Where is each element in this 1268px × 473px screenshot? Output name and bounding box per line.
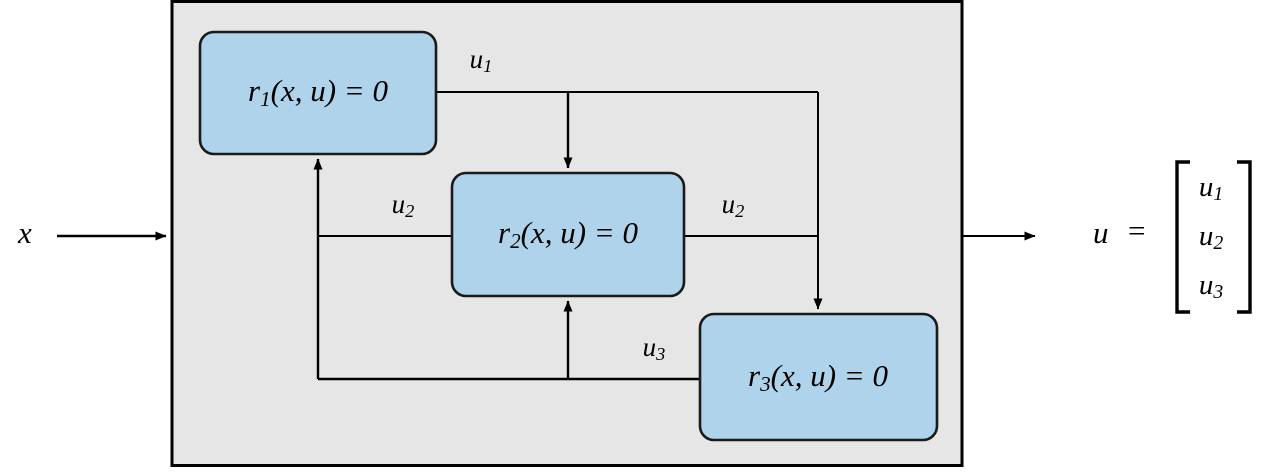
residual-block-1-label: r1(x, u) = 0 [248, 73, 388, 111]
output-u-group: u = u1 u2 u3 [1093, 160, 1252, 314]
residual-block-3-label: r3(x, u) = 0 [748, 358, 888, 396]
vector-left-bracket [1175, 160, 1190, 314]
vector-entry-u2: u2 [1199, 220, 1224, 254]
output-equals-sign: = [1128, 213, 1145, 248]
residual-block-2[interactable]: r2(x, u) = 0 [450, 171, 686, 298]
signal-label-u2-in: u2 [392, 189, 415, 221]
vector-right-bracket [1237, 160, 1252, 314]
residual-block-1[interactable]: r1(x, u) = 0 [198, 30, 438, 156]
output-u-label: u [1093, 215, 1109, 250]
vector-entry-u3: u3 [1199, 269, 1224, 303]
residual-block-2-label: r2(x, u) = 0 [498, 215, 638, 253]
input-x-label: x [17, 215, 32, 250]
signal-label-u1: u1 [470, 44, 493, 76]
vector-entry-u1: u1 [1199, 171, 1223, 205]
signal-label-u3: u3 [643, 332, 666, 364]
residual-block-3-shape[interactable] [698, 312, 939, 442]
residual-block-2-shape[interactable] [450, 171, 686, 298]
residual-block-3[interactable]: r3(x, u) = 0 [698, 312, 939, 442]
residual-block-1-shape[interactable] [198, 30, 438, 156]
signal-label-u2-out: u2 [722, 189, 745, 221]
